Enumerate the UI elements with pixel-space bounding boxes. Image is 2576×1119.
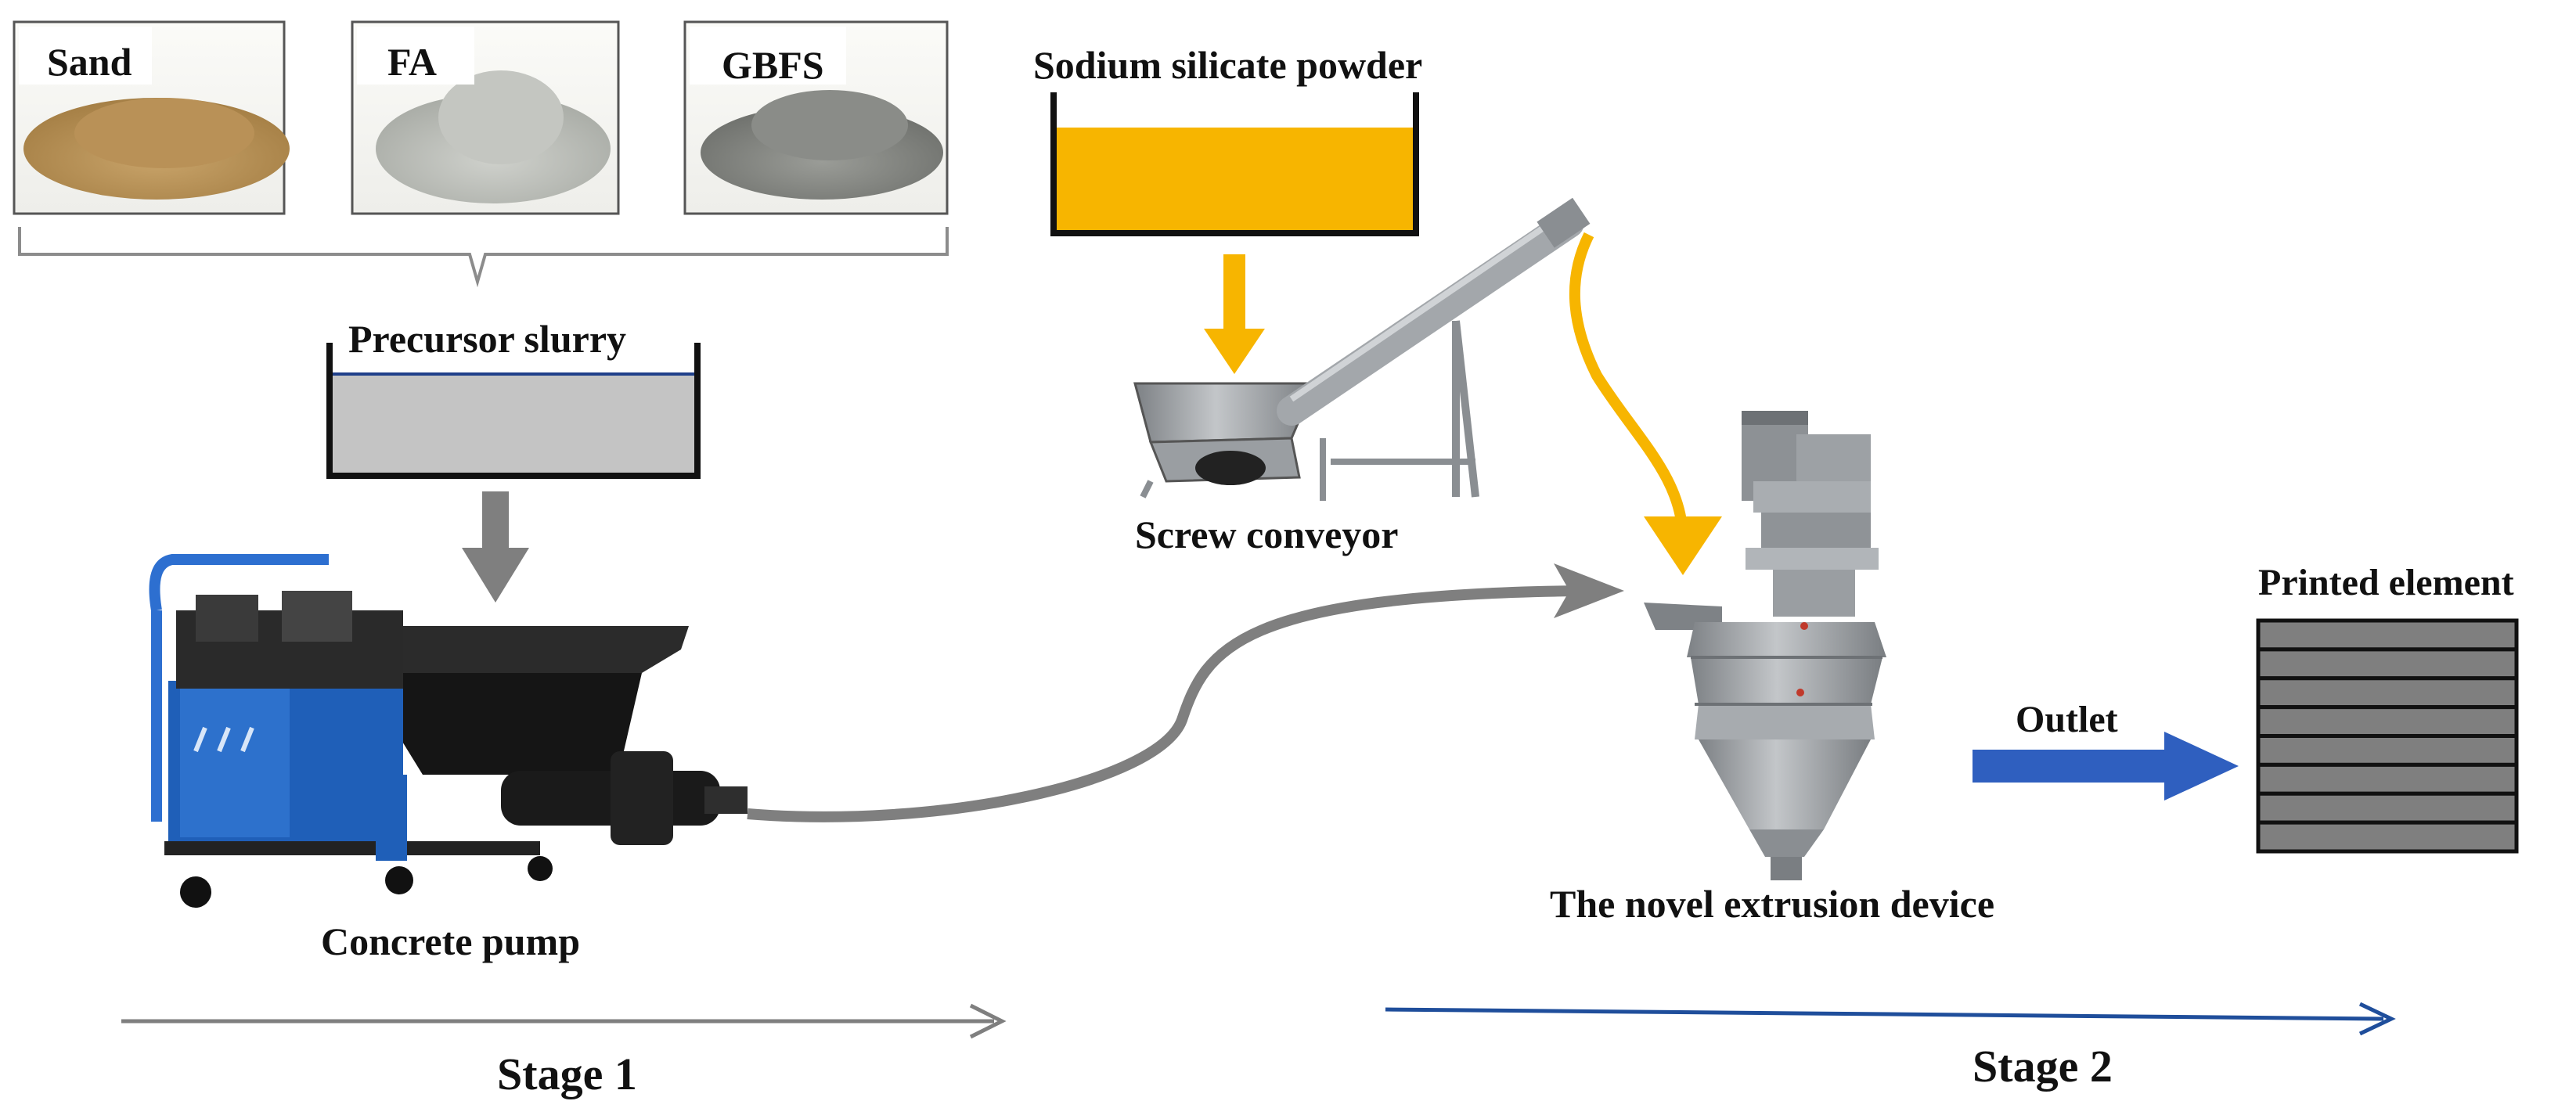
gbfs-photo: GBFS bbox=[683, 20, 949, 215]
outlet-label: Outlet bbox=[2016, 699, 2118, 740]
printed-layer bbox=[2256, 791, 2519, 825]
outlet-arrow bbox=[1973, 732, 2239, 801]
precursor-slurry-label: Precursor slurry bbox=[348, 317, 626, 361]
stage2-label: Stage 2 bbox=[1973, 1041, 2113, 1092]
slurry-to-pump-arrow bbox=[462, 491, 529, 603]
concrete-pump-label: Concrete pump bbox=[321, 919, 580, 963]
stage1-label: Stage 1 bbox=[497, 1049, 637, 1099]
sand-label: Sand bbox=[47, 40, 132, 84]
printed-layer bbox=[2256, 618, 2519, 652]
sodium-silicate-label: Sodium silicate powder bbox=[1033, 43, 1422, 87]
slurry-hose bbox=[747, 585, 1582, 822]
printed-layer bbox=[2256, 676, 2519, 710]
hose-arrowhead bbox=[1554, 563, 1624, 618]
materials-brace bbox=[18, 227, 949, 288]
printed-element-label: Printed element bbox=[2258, 562, 2514, 603]
fa-label: FA bbox=[387, 40, 437, 84]
powder-to-conveyor-arrow bbox=[1204, 254, 1265, 374]
extrusion-device-label: The novel extrusion device bbox=[1550, 882, 1994, 926]
concrete-pump-illustration bbox=[149, 554, 748, 908]
precursor-slurry-tank bbox=[326, 343, 701, 479]
powder-flow-arrowhead bbox=[1644, 516, 1722, 575]
stage1-arrow bbox=[121, 1003, 1007, 1039]
printed-layer bbox=[2256, 820, 2519, 854]
sodium-silicate-tank bbox=[1050, 92, 1419, 236]
powder-flow-line bbox=[1569, 232, 1688, 541]
printed-element-stack bbox=[2256, 618, 2519, 854]
printed-layer bbox=[2256, 734, 2519, 767]
printed-layer bbox=[2256, 647, 2519, 681]
screw-conveyor-illustration bbox=[1133, 197, 1591, 501]
stage2-arrow bbox=[1385, 1002, 2396, 1036]
gbfs-label: GBFS bbox=[722, 43, 824, 87]
printed-layer bbox=[2256, 762, 2519, 796]
extrusion-device-illustration bbox=[1644, 411, 1886, 880]
screw-conveyor-label: Screw conveyor bbox=[1135, 513, 1398, 556]
fa-photo: FA bbox=[351, 20, 620, 215]
sand-photo: Sand bbox=[13, 20, 290, 215]
printed-layer bbox=[2256, 705, 2519, 738]
